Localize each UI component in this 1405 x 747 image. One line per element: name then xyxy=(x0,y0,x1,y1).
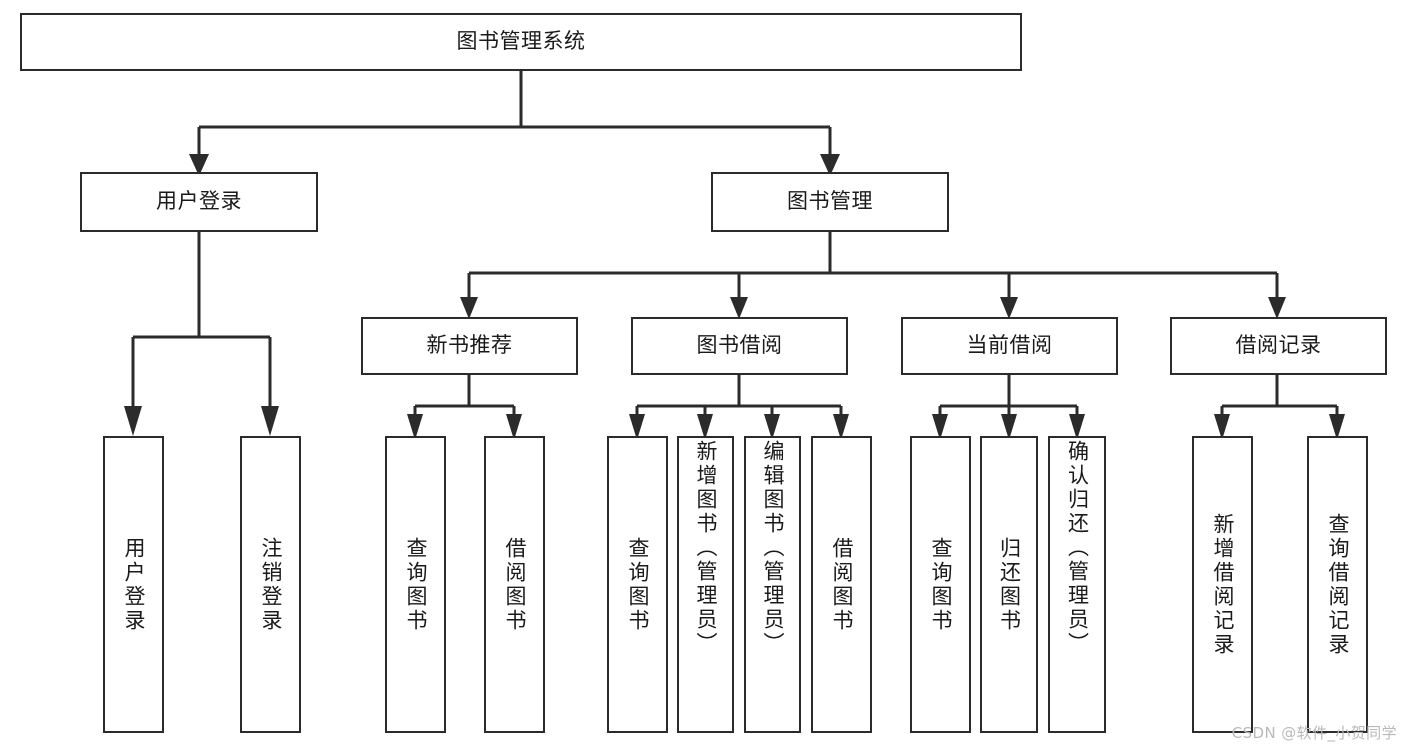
node-root-book-management-system[interactable]: 图书管理系统 xyxy=(20,13,1022,71)
arrowhead-userlogin-leaf2 xyxy=(261,406,279,436)
arrowhead-bookborrow-l1 xyxy=(629,414,645,440)
node-root-label: 图书管理系统 xyxy=(456,29,586,54)
node-user-login[interactable]: 用户登录 xyxy=(80,172,318,232)
leaf-borrow-record-query-record-label: 查询借阅记录 xyxy=(1326,512,1350,657)
leaf-user-login-login[interactable]: 用户登录 xyxy=(103,436,164,733)
leaf-current-borrow-query-book[interactable]: 查询图书 xyxy=(910,436,971,733)
leaf-book-borrow-add-book[interactable]: 新增图书（管理员） xyxy=(677,436,734,733)
node-user-login-label: 用户登录 xyxy=(156,189,242,214)
arrowhead-bookborrow-l2 xyxy=(697,414,713,440)
node-current-borrow[interactable]: 当前借阅 xyxy=(901,317,1118,375)
leaf-book-borrow-borrow-book[interactable]: 借阅图书 xyxy=(811,436,872,733)
arrowhead-c1 xyxy=(460,297,478,319)
leaf-current-borrow-query-book-label: 查询图书 xyxy=(929,536,953,633)
node-borrow-record-label: 借阅记录 xyxy=(1235,333,1322,358)
arrowhead-newbook-l1 xyxy=(407,414,423,440)
arrowheads xyxy=(124,154,1345,440)
leaf-borrow-record-add-record-label: 新增借阅记录 xyxy=(1211,512,1235,657)
node-current-borrow-label: 当前借阅 xyxy=(966,333,1053,358)
leaf-new-book-query-book[interactable]: 查询图书 xyxy=(385,436,446,733)
node-book-borrow-label: 图书借阅 xyxy=(696,333,783,358)
arrowhead-currentborrow-l3 xyxy=(1069,414,1085,440)
leaf-new-book-query-book-label: 查询图书 xyxy=(404,536,428,633)
leaf-book-borrow-add-book-label: 新增图书（管理员） xyxy=(694,440,718,656)
arrowhead-borrowrecord-l1 xyxy=(1214,414,1230,440)
leaf-book-borrow-query-book-label: 查询图书 xyxy=(626,536,650,633)
leaf-user-login-login-label: 用户登录 xyxy=(122,536,146,633)
arrowhead-newbook-l2 xyxy=(506,414,522,440)
arrowhead-c3 xyxy=(1000,297,1018,319)
leaf-borrow-record-query-record[interactable]: 查询借阅记录 xyxy=(1307,436,1368,733)
leaf-user-login-logout-label: 注销登录 xyxy=(259,536,283,633)
node-book-management[interactable]: 图书管理 xyxy=(711,172,949,232)
leaf-current-borrow-return-book-label: 归还图书 xyxy=(997,536,1022,633)
node-borrow-record[interactable]: 借阅记录 xyxy=(1170,317,1387,375)
leaf-book-borrow-edit-book[interactable]: 编辑图书（管理员） xyxy=(744,436,801,733)
leaf-book-borrow-edit-book-label: 编辑图书（管理员） xyxy=(761,440,785,656)
arrowhead-c2 xyxy=(730,297,748,319)
arrowhead-currentborrow-l1 xyxy=(932,414,948,440)
leaf-new-book-borrow-book[interactable]: 借阅图书 xyxy=(484,436,545,733)
node-book-management-label: 图书管理 xyxy=(787,189,873,214)
leaf-book-borrow-query-book[interactable]: 查询图书 xyxy=(607,436,668,733)
leaf-current-borrow-confirm-return-label: 确认归还（管理员） xyxy=(1065,440,1090,656)
node-book-borrow[interactable]: 图书借阅 xyxy=(631,317,848,375)
leaf-current-borrow-confirm-return[interactable]: 确认归还（管理员） xyxy=(1048,436,1106,733)
arrowhead-c4 xyxy=(1268,297,1286,319)
leaf-borrow-record-add-record[interactable]: 新增借阅记录 xyxy=(1192,436,1253,733)
node-new-book-recommend-label: 新书推荐 xyxy=(426,333,513,358)
leaf-user-login-logout[interactable]: 注销登录 xyxy=(240,436,301,733)
node-new-book-recommend[interactable]: 新书推荐 xyxy=(361,317,578,375)
arrowhead-userlogin xyxy=(189,154,209,176)
leaf-new-book-borrow-book-label: 借阅图书 xyxy=(503,536,527,633)
arrowhead-bookmgmt xyxy=(820,154,840,176)
arrowhead-userlogin-leaf1 xyxy=(124,406,142,436)
arrowhead-currentborrow-l2 xyxy=(1001,414,1017,440)
leaf-book-borrow-borrow-book-label: 借阅图书 xyxy=(830,536,854,633)
arrowhead-borrowrecord-l2 xyxy=(1329,414,1345,440)
arrowhead-bookborrow-l3 xyxy=(764,414,780,440)
arrowhead-bookborrow-l4 xyxy=(833,414,849,440)
leaf-current-borrow-return-book[interactable]: 归还图书 xyxy=(980,436,1038,733)
